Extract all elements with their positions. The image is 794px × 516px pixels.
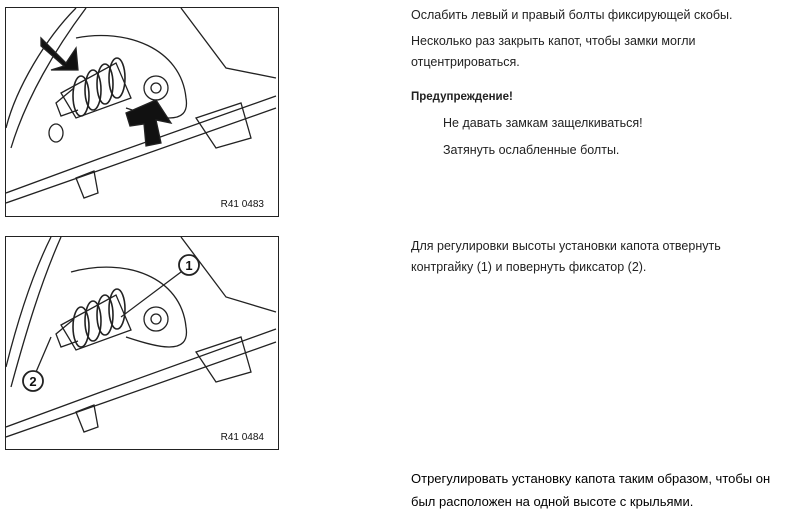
callout-2: 2: [29, 374, 36, 389]
instruction-text: Для регулировки высоты установки капота …: [411, 239, 721, 253]
instruction-text: Отрегулировать установку капота таким об…: [411, 471, 771, 486]
hood-lock-illustration: [6, 8, 277, 204]
callout-1: 1: [185, 258, 192, 273]
instruction-text: отцентрироваться.: [411, 55, 520, 69]
instruction-text: Ослабить левый и правый болты фиксирующе…: [411, 8, 733, 22]
instruction-text: контргайку (1) и повернуть фиксатор (2).: [411, 260, 647, 274]
warning-item: Не давать замкам защелкиваться!: [443, 116, 643, 130]
figure-r41-0484: 1 2 R41 0484: [5, 236, 279, 450]
instruction-text: Несколько раз закрыть капот, чтобы замки…: [411, 34, 696, 48]
instruction-text: был расположен на одной высоте с крыльям…: [411, 494, 694, 509]
warning-title: Предупреждение!: [411, 91, 513, 103]
figure-code: R41 0483: [220, 199, 264, 210]
hood-lock-adjust-illustration: 1 2: [6, 237, 277, 438]
warning-item: Затянуть ослабленные болты.: [443, 143, 620, 157]
figure-code: R41 0484: [220, 432, 264, 443]
figure-r41-0483: R41 0483: [5, 7, 279, 217]
